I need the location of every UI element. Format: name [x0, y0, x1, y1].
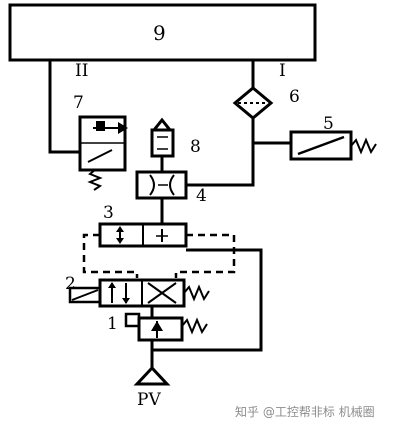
pilot-lines-dashed — [82, 233, 236, 278]
watermark-text: 知乎 @工控帮非标 机械圈 — [235, 404, 375, 419]
label-8: 8 — [190, 137, 201, 157]
component-7-valve: 7 — [73, 93, 128, 191]
label-6: 6 — [289, 87, 300, 107]
label-ii: II — [75, 61, 88, 81]
component-4-throttle: 4 — [135, 170, 207, 224]
label-5: 5 — [323, 114, 334, 134]
component-2-valve: 2 — [65, 274, 210, 308]
label-9: 9 — [153, 21, 166, 45]
supply-line: PV — [133, 248, 263, 410]
component-5-pressure-switch: 5 — [289, 114, 377, 161]
label-3: 3 — [103, 203, 114, 223]
component-6-filter: 6 — [232, 86, 300, 120]
label-2: 2 — [65, 274, 76, 294]
label-7: 7 — [73, 93, 84, 113]
line-ii: II — [48, 60, 88, 154]
component-9-block: 9 — [8, 3, 317, 62]
component-8: 8 — [150, 117, 201, 172]
line-i: I — [251, 60, 286, 88]
label-4: 4 — [196, 186, 207, 206]
component-1-valve: 1 — [107, 312, 208, 342]
label-i: I — [279, 61, 286, 81]
component-3-valve: 3 — [98, 203, 188, 248]
label-1: 1 — [107, 314, 118, 334]
label-pv: PV — [137, 390, 161, 410]
line-i-branch — [186, 118, 291, 187]
